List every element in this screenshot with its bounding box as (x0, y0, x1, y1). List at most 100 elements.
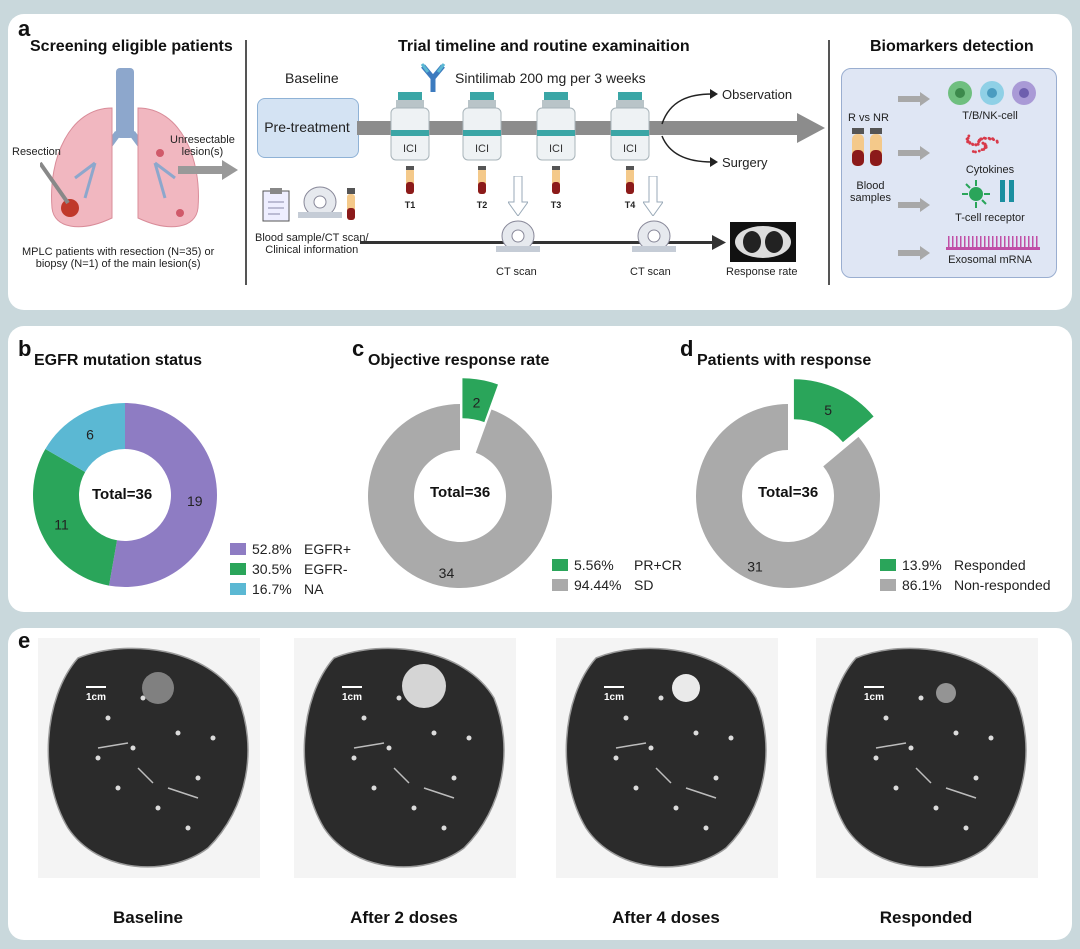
scale-label: 1cm (864, 692, 884, 703)
antibody-icon (420, 63, 446, 92)
surgery-label: Surgery (722, 155, 768, 170)
legend-swatch (552, 559, 568, 571)
blood-tube-icon (347, 188, 355, 220)
legend-pct: 86.1% (902, 577, 942, 593)
ct-scan-0: 1cm (38, 638, 260, 878)
scale-label: 1cm (342, 692, 362, 703)
down-arrow-2 (643, 176, 663, 216)
tcr-icon (962, 180, 1014, 208)
blood-tubes-icon (852, 128, 882, 166)
ct-scanner-icon-2 (632, 220, 676, 252)
biomarker-arrow-3 (898, 246, 930, 260)
biomarker-label-0: T/B/NK-cell (962, 110, 1018, 122)
donut-slice-sd (368, 404, 552, 588)
patients-note: MPLC patients with resection (N=35) or b… (22, 246, 215, 270)
divider-left (245, 40, 247, 285)
biomarker-arrow-2 (898, 198, 930, 212)
ici-label: ICI (549, 143, 563, 155)
ct-timeline-arrowhead (712, 235, 726, 250)
treatment-timeline-arrow (357, 113, 825, 143)
biomarker-label-2: T-cell receptor (955, 212, 1025, 224)
clipboard-icon (262, 188, 290, 222)
timepoint-label: T4 (625, 200, 636, 210)
pretreatment-label: Pre-treatment (264, 119, 350, 135)
panel-d-letter: d (680, 336, 694, 361)
ct-scanner-icon-1 (496, 220, 540, 252)
immune-cells-icon (948, 81, 1036, 105)
exosomal-mrna-icon (946, 236, 1040, 250)
donut-value-label: 19 (187, 493, 203, 509)
surgery-arrow (661, 135, 718, 167)
panel-a-letter: a (18, 16, 31, 41)
donut-c-center: Total=36 (430, 484, 491, 501)
blood-samples-label: Blood samples (850, 180, 891, 204)
legend-swatch (230, 583, 246, 595)
legend-pct: 16.7% (252, 581, 292, 597)
legend-pct: 30.5% (252, 561, 292, 577)
legend-swatch (230, 563, 246, 575)
biomarker-arrow-0 (898, 92, 930, 106)
donut-chart-orr: 234 (368, 378, 552, 588)
donut-slice-na (45, 403, 125, 472)
lesion (402, 664, 446, 708)
r-vs-nr-label: R vs NR (848, 112, 889, 124)
ct-scan-label-2: CT scan (630, 266, 671, 278)
ct-scan-label-1: CT scan (496, 266, 537, 278)
donut-b-center: Total=36 (92, 486, 153, 503)
lungs-illustration (40, 68, 199, 228)
legend-label: PR+CR (634, 557, 682, 573)
resection-label: Resection (12, 146, 61, 158)
donut-value-label: 5 (824, 402, 832, 418)
legend-b-1: 30.5% EGFR- (230, 561, 348, 577)
observation-label: Observation (722, 87, 793, 102)
ct-scan-2: 1cm (556, 638, 778, 878)
biomarkers-title: Biomarkers detection (870, 38, 1034, 55)
timeline-title: Trial timeline and routine examinaition (398, 38, 690, 55)
ct-timeline-line (360, 241, 715, 244)
legend-d-0: 13.9% Responded (880, 557, 1026, 573)
legend-swatch (880, 579, 896, 591)
donut-chart-response: 5 31 (696, 379, 880, 588)
legend-swatch (552, 579, 568, 591)
panel-e-letter: e (18, 628, 31, 653)
unresectable-label: Unresectable lesion(s) (170, 134, 235, 158)
cytokines-icon (965, 134, 999, 154)
scale-label: 1cm (604, 692, 624, 703)
legend-c-1: 94.44%SD (552, 577, 653, 593)
legend-pct: 13.9% (902, 557, 942, 573)
legend-label: NA (304, 581, 324, 597)
down-arrow-1 (508, 176, 528, 216)
donut-slice-egfr- (109, 403, 217, 587)
donut-value-label: 2 (473, 394, 481, 410)
response-rate-label: Response rate (726, 266, 798, 278)
donut-d-center: Total=36 (758, 484, 819, 501)
legend-pct: 52.8% (252, 541, 292, 557)
legend-label: Responded (954, 557, 1026, 573)
divider-right (828, 40, 830, 285)
legend-pct: 94.44% (574, 577, 622, 593)
biomarker-label-1: Cytokines (965, 164, 1015, 176)
panel-b-letter: b (18, 336, 32, 361)
legend-label: EGFR- (304, 561, 348, 577)
lesion (936, 683, 956, 703)
ct-scanner-icon (298, 186, 342, 218)
legend-d-1: 86.1%Non-responded (880, 577, 1051, 593)
panel-b-title: EGFR mutation status (34, 352, 203, 369)
donut-value-label: 6 (86, 426, 94, 442)
legend-c-0: 5.56%PR+CR (552, 557, 682, 573)
timepoint-label: T1 (405, 200, 416, 210)
biomarker-label-3: Exosomal mRNA (948, 254, 1032, 266)
ct-scan-1: 1cm (294, 638, 516, 878)
donut-slice-responded (793, 379, 874, 443)
observation-arrow (661, 89, 718, 125)
lesion (142, 672, 174, 704)
baseline-label: Baseline (285, 70, 339, 86)
legend-swatch (230, 543, 246, 555)
legend-b-0: 52.8%EGFR+ (230, 541, 351, 557)
lesion (672, 674, 700, 702)
donut-value-label: 31 (747, 559, 763, 575)
scan-label-3: Responded (879, 908, 973, 927)
